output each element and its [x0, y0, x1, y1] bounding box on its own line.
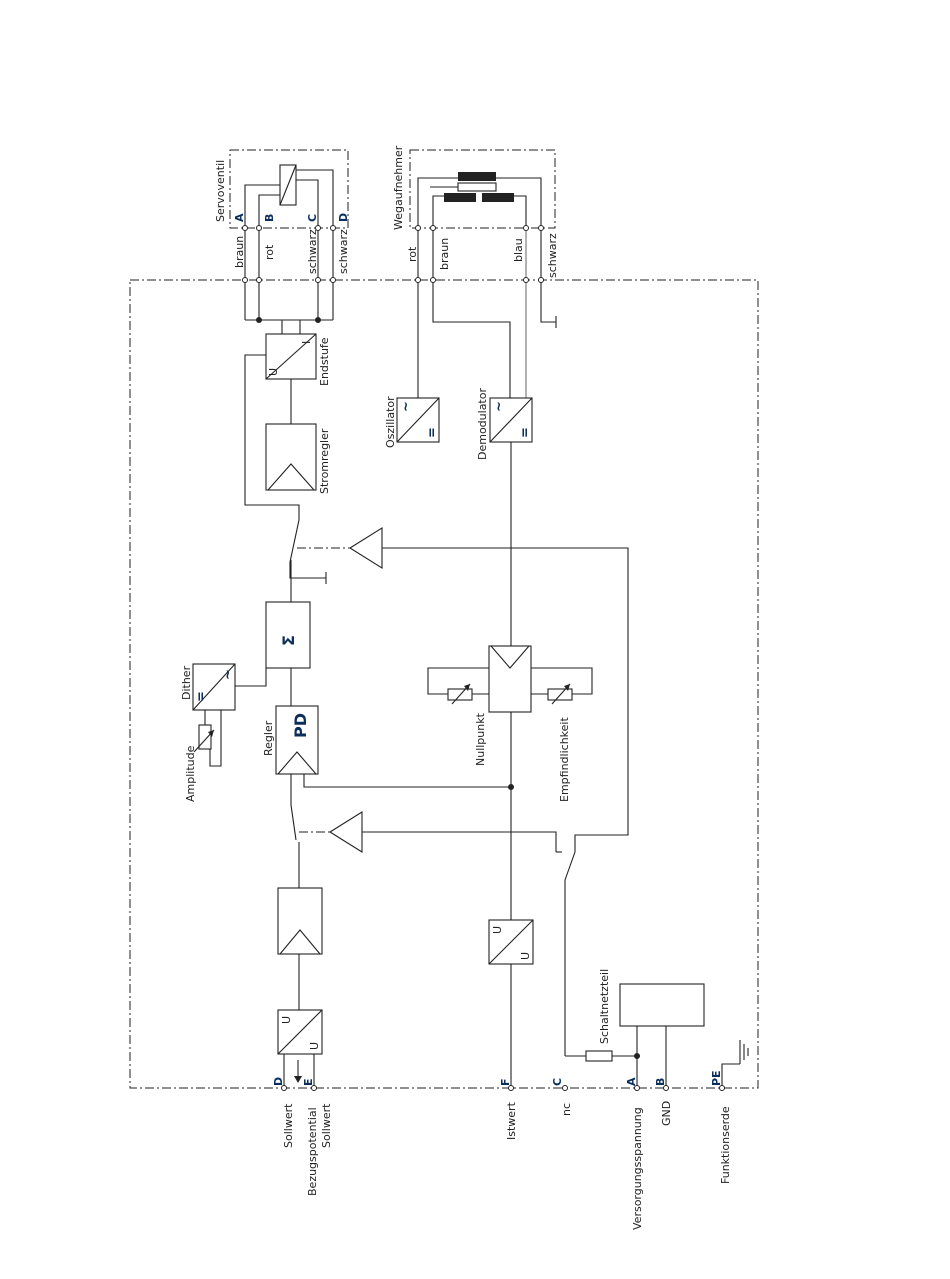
terminal-label-nc: nc: [560, 1103, 573, 1116]
svg-text:Σ: Σ: [279, 635, 298, 646]
terminal-label-sollwert: Sollwert: [282, 1103, 295, 1148]
terminal-label-gnd: GND: [660, 1101, 673, 1126]
wire-label-schwarz-1: schwarz: [306, 229, 319, 274]
regler-label: Regler: [262, 720, 275, 756]
terminal-label-funktionserde: Funktionserde: [719, 1106, 732, 1184]
svg-text:U: U: [267, 368, 280, 376]
terminal-pin-c: C: [551, 1078, 564, 1086]
endstufe-label: Endstufe: [318, 337, 331, 386]
svg-text:~: ~: [492, 401, 507, 412]
current-feedback-line: [244, 354, 300, 520]
terminal-label-istwert: Istwert: [505, 1101, 518, 1140]
svg-text:Bezugspotential: Bezugspotential: [306, 1107, 319, 1196]
servo-wires: [242, 225, 336, 334]
wire-label-schwarz-3: schwarz: [546, 233, 559, 278]
empfindlichkeit-label: Empfindlichkeit: [558, 717, 571, 802]
terminal-label-bezugspotential: Bezugspotential Sollwert: [306, 1103, 333, 1196]
terminal-pin-d: D: [272, 1077, 285, 1086]
power-wiring: [565, 1026, 749, 1088]
svg-text:PD: PD: [291, 713, 310, 738]
svg-text:U: U: [280, 1016, 293, 1024]
nullpunkt-potentiometer-icon: [447, 683, 473, 705]
input-converter-block: U U: [277, 1009, 323, 1055]
comparator-1: [348, 527, 383, 569]
pd-regler-block: PD: [275, 705, 319, 775]
wire-label-braun-1: braun: [233, 236, 246, 268]
svg-text:=: =: [518, 427, 533, 438]
wegaufnehmer-enclosure: [409, 149, 556, 229]
dither-label: Dither: [180, 665, 193, 700]
demodulator-label: Demodulator: [476, 388, 489, 460]
module-enclosure: [129, 279, 759, 1089]
lvdt-sensor-icon: [417, 172, 542, 228]
svg-text:U: U: [308, 1042, 321, 1050]
terminal-pin-e: E: [302, 1078, 315, 1086]
wire-label-rot-2: rot: [406, 246, 419, 262]
empfindlichkeit-potentiometer-icon: [547, 683, 573, 705]
summing-block: Σ: [265, 601, 311, 669]
svg-text:~: ~: [221, 669, 236, 680]
terminal-label-versorgung: Versorgungsspannung: [631, 1107, 644, 1230]
svg-text:U: U: [519, 952, 532, 960]
servoventil-title: Servoventil: [214, 160, 227, 222]
istwert-converter-block: U U: [488, 919, 534, 965]
servoventil-pin-c: C: [306, 214, 319, 222]
oszillator-label: Oszillator: [384, 396, 397, 448]
nullpunkt-label: Nullpunkt: [474, 712, 487, 766]
svg-text:~: ~: [399, 401, 414, 412]
switch-3: [556, 851, 576, 1056]
schaltnetzteil-block: [619, 983, 705, 1027]
svg-text:=: =: [194, 691, 209, 702]
endstufe-block: U I: [265, 333, 317, 380]
svg-text:=: =: [425, 427, 440, 438]
svg-text:Sollwert: Sollwert: [320, 1103, 333, 1148]
wire-label-blau: blau: [512, 238, 525, 262]
terminal-pin-b: B: [654, 1078, 667, 1086]
terminal-pin-f: F: [499, 1078, 512, 1086]
input-amplifier-block: [277, 887, 323, 955]
servoventil-pin-b: B: [263, 214, 276, 222]
terminal-pin-pe: PE: [710, 1070, 723, 1086]
sensor-wires: [415, 225, 557, 398]
comparator-2: [328, 811, 363, 853]
servoventil-pin-d: D: [337, 213, 350, 222]
svg-text:U: U: [491, 926, 504, 934]
adjust-amplifier-block: [427, 645, 593, 713]
input-arrow-icon: [294, 1076, 302, 1083]
dither-block: = ~: [192, 663, 236, 711]
terminal-pin-a: A: [625, 1077, 638, 1086]
servoventil-pin-a: A: [233, 213, 246, 222]
terminal-dots: [281, 1085, 725, 1091]
amplitude-potentiometer-icon: [193, 710, 222, 767]
servo-coil-icon: [244, 164, 334, 228]
stromregler-block: [265, 423, 317, 491]
demodulator-block: ~ =: [489, 397, 533, 443]
stromregler-label: Stromregler: [318, 428, 331, 494]
wire-label-braun-2: braun: [438, 238, 451, 270]
switch-1: [289, 519, 350, 602]
amplitude-label: Amplitude: [184, 745, 197, 802]
schaltnetzteil-label: Schaltnetzteil: [598, 969, 611, 1044]
switch-2: [290, 804, 330, 888]
wire-label-schwarz-2: schwarz: [337, 229, 350, 274]
wegaufnehmer-title: Wegaufnehmer: [392, 145, 405, 230]
svg-text:I: I: [300, 341, 313, 344]
oszillator-block: ~ =: [396, 397, 440, 443]
servoventil-enclosure: [229, 149, 349, 229]
wire-label-rot-1: rot: [263, 244, 276, 260]
